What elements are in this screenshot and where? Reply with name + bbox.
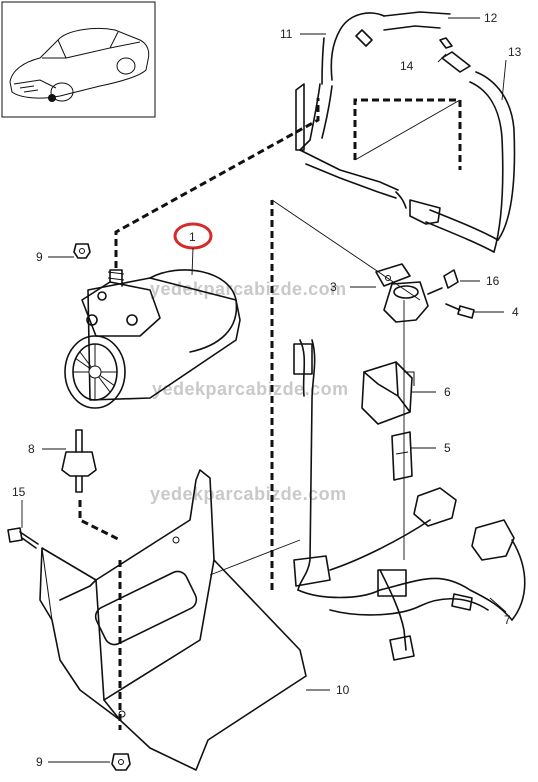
- callout-14: 14: [400, 59, 414, 73]
- car-locator-inset: [1, 1, 156, 118]
- callout-15: 15: [12, 485, 26, 499]
- control-module: [361, 361, 415, 425]
- callout-7: 7: [504, 613, 511, 627]
- callout-6: 6: [444, 385, 451, 399]
- callout-labels: 1 3 4 5 6 7 8 9 9 10 11 12 13 14 15 16: [12, 11, 522, 769]
- assembly-lines: [78, 98, 462, 730]
- callout-13: 13: [508, 45, 522, 59]
- callout-5: 5: [444, 441, 451, 455]
- bolt: [7, 527, 39, 549]
- watermark-middle: yedekparcabizde.com: [152, 379, 349, 399]
- callout-16: 16: [486, 274, 500, 288]
- callout-10: 10: [336, 683, 350, 697]
- callout-11: 11: [280, 27, 293, 41]
- watermark-bottom: yedekparcabizde.com: [150, 484, 347, 504]
- small-bolt: [445, 303, 475, 319]
- vacuum-hose-assembly: [295, 11, 516, 253]
- mounting-bracket: [39, 469, 307, 771]
- callout-3: 3: [330, 280, 337, 294]
- solenoid-valve: [375, 263, 443, 323]
- relay-bracket: [391, 431, 413, 481]
- hose-clip: [443, 269, 459, 289]
- wiring-harness: [293, 339, 526, 661]
- callout-9-bottom: 9: [36, 755, 43, 769]
- callout-8: 8: [28, 442, 35, 456]
- rubber-damper: [61, 429, 97, 493]
- callout-leaders: [21, 17, 507, 763]
- watermark-top: yedekparcabizde.com: [150, 279, 347, 299]
- leader-lines: [209, 99, 461, 576]
- vacuum-pump-motor: [64, 269, 241, 409]
- nut-top: [73, 243, 91, 259]
- callout-12: 12: [484, 11, 498, 25]
- callout-9-top: 9: [36, 250, 43, 264]
- nut-bottom: [111, 753, 131, 771]
- callout-4: 4: [512, 305, 519, 319]
- callout-1: 1: [189, 230, 196, 244]
